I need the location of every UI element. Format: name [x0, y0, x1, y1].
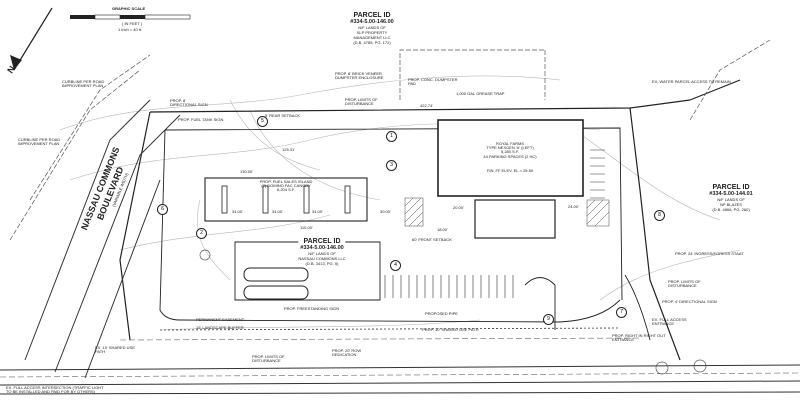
- north-arrow-icon: [10, 7, 53, 71]
- dim-9: 24.00': [568, 204, 579, 209]
- site-trees: [199, 249, 707, 375]
- building-label: ROYAL FARMS TYPE NEXGEN 'A' (LEFT) 5,280…: [483, 141, 537, 173]
- label-fuel-sign: PROP. FUEL TANK SIGN: [178, 117, 224, 122]
- label-lod-bottom: PROP. LIMITS OF DISTURBANCE: [252, 354, 285, 364]
- callout-bubble: 8: [654, 210, 665, 221]
- label-dir-sign-right: PROP. 4' DIRECTIONAL SIGN: [662, 299, 717, 304]
- callout-bubble: 5: [257, 116, 268, 127]
- parcel-id-right: PARCEL ID #334-5.00-144.01 N/F LANDS OF …: [709, 184, 753, 212]
- fuel-dispensers: [221, 185, 351, 214]
- callout-bubble: 9: [543, 314, 554, 325]
- label-ex-water: EX. WATER PARCEL ACCESS TO REMAIN: [652, 79, 731, 84]
- hatched-islands: [404, 197, 610, 227]
- label-shared-use: PROP. 10' SHARED USE PATH: [422, 327, 479, 332]
- label-buffer: 15' LANDSCAPE BUFFER: [196, 325, 244, 330]
- label-monument: PROP. FREESTANDING SIGN: [284, 306, 339, 311]
- dim-8: 30.00': [380, 209, 391, 214]
- label-permanent: PERMANENT EASEMENT: [196, 317, 245, 322]
- road-bottom-dashed: [0, 337, 800, 378]
- label-right-in: PROP. RIGHT IN RIGHT OUT ENTRANCE: [612, 333, 666, 343]
- adjacent-lines: [9, 39, 771, 241]
- label-curbline-top: CURBLINE PER ROAD IMPROVEMENT PLAN: [62, 79, 105, 89]
- access-drives: [524, 274, 651, 341]
- dim-7: 422.74': [420, 103, 433, 108]
- scale-title: GRAPHIC SCALE: [112, 6, 146, 11]
- shared-use-path: [159, 327, 621, 331]
- parcel-id-top: PARCEL ID #334-5.00-146.00 N/F LANDS OF …: [350, 12, 394, 45]
- label-lod-right: PROP. LIMITS OF DISTURBANCE: [668, 279, 701, 289]
- topo-contours: [59, 75, 741, 331]
- road-bottom: [0, 364, 800, 395]
- label-grease: 1,000 GAL GREASE TRAP: [456, 91, 505, 96]
- dim-3: 34.00': [312, 209, 323, 214]
- callout-bubble: 2: [196, 228, 207, 239]
- label-front-setback: 60' FRONT SETBACK: [412, 237, 452, 242]
- building-vestibule: [474, 199, 556, 239]
- label-prop-pipe: PROPOSED PIPE: [425, 311, 458, 316]
- building-footprint: [437, 119, 584, 197]
- callout-bubble: 3: [386, 160, 397, 171]
- dim-5: 125.31': [282, 147, 295, 152]
- label-dir-sign: PROP. 8' DIRECTIONAL SIGN: [170, 98, 208, 108]
- property-lines: [119, 79, 741, 361]
- label-curbline-left: CURBLINE PER ROAD IMPROVEMENT PLAN: [18, 137, 61, 147]
- label-rear-setback: 5' REAR SETBACK: [265, 113, 300, 118]
- road-nassau: [24, 99, 181, 379]
- scale-bar: [70, 14, 191, 20]
- parcel-id-site: PARCEL ID #334-5.00-146.00 N/F LANDS OF …: [298, 238, 346, 266]
- parking-stalls: [384, 149, 605, 298]
- label-row: PROP. 20' ROW DEDICATION: [332, 348, 362, 358]
- label-ingress: PROP. 24' INGRESS/EGRESS STAAT: [675, 251, 744, 256]
- fuel-tanks: [243, 267, 309, 300]
- callout-bubble: 4: [390, 260, 401, 271]
- scale-unit-1: ( IN FEET ): [122, 21, 143, 26]
- dim-11: 20.00': [453, 205, 464, 210]
- label-shared-path-left: EX. 10' SHARED USE PATH: [95, 345, 135, 355]
- callout-bubble: 1: [386, 131, 397, 142]
- fuel-canopy: [204, 177, 368, 222]
- label-full-access: EX. FULL ACCESS ENTRANCE: [652, 317, 687, 327]
- callout-bubble: 7: [616, 307, 627, 318]
- dim-2: 34.00': [272, 209, 283, 214]
- callout-bubble: 6: [157, 204, 168, 215]
- label-dumpster: PROP. 8' BRICK VENEER DUMPSTER ENCLOSURE: [335, 71, 384, 81]
- dim-10: 18.00': [437, 227, 448, 232]
- label-conc-pad: PROP. CONC. DUMPSTER PAD: [408, 77, 458, 87]
- scale-unit-2: 1 inch = 40 ft.: [118, 27, 143, 32]
- dim-1: 34.00': [232, 209, 243, 214]
- dim-4: 130.00': [240, 169, 253, 174]
- label-lod-top: PROP. LIMITS OF DISTURBANCE: [345, 97, 378, 107]
- canopy-label: PROP. FUEL SALES ISLAND (7) DOMINO FAC C…: [259, 179, 313, 193]
- label-ex-full-access-bottom: EX. FULL ACCESS INTERSECTION (TRAFFIC LI…: [6, 385, 104, 395]
- dim-6: 110.00': [300, 225, 313, 230]
